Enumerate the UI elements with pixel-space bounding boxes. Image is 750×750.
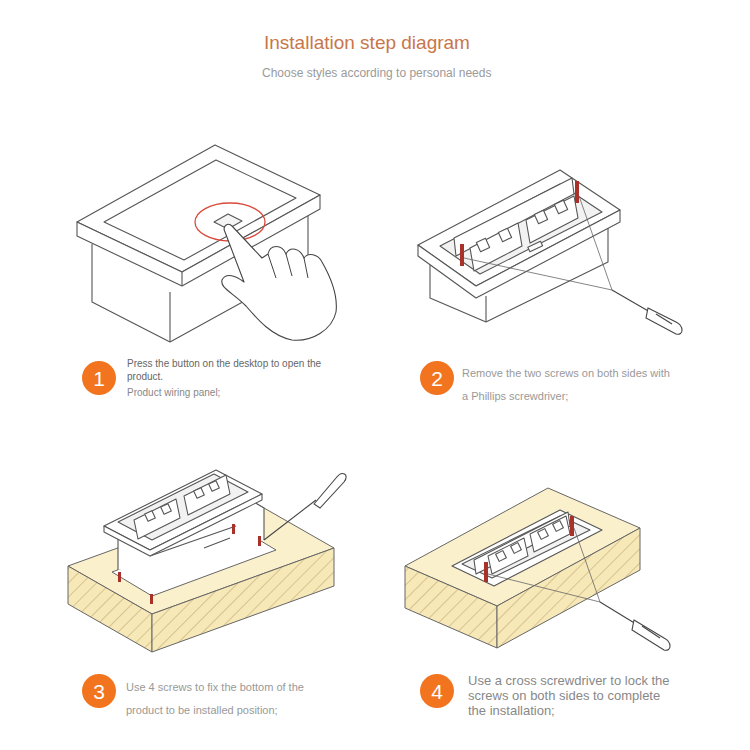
illustration-part [118, 474, 248, 540]
illustration-part [452, 510, 602, 586]
step-number-circle: 2 [420, 361, 454, 395]
illustration-part [314, 474, 346, 508]
illustration-part [530, 516, 570, 552]
illustration-part [476, 238, 489, 251]
illustration-part [184, 475, 230, 515]
illustration-part [553, 521, 564, 532]
illustration-part [181, 272, 182, 286]
socket-box-installed [452, 510, 602, 586]
illustration-part [169, 292, 170, 342]
step-note: Product wiring panel; [127, 387, 327, 400]
illustration-part [656, 314, 672, 324]
finger-lines [268, 254, 308, 278]
illustration-part [511, 543, 522, 554]
illustration-part [104, 160, 296, 260]
screw [575, 181, 579, 203]
illustration-part [646, 308, 682, 334]
open-socket-box [418, 170, 620, 322]
illustration-part [145, 511, 156, 522]
illustration-part [642, 626, 660, 638]
illustration-part [534, 210, 547, 223]
callout-number: 3 [93, 681, 105, 702]
screw [118, 572, 121, 582]
step-description: Remove the two screws on both sides with… [462, 362, 672, 408]
step-description: Use a cross screwdriver to lock the scre… [468, 674, 680, 719]
illustration-part [194, 488, 205, 499]
illustration-part [488, 538, 528, 574]
illustration-part [496, 551, 507, 562]
callout-number: 2 [431, 368, 443, 389]
screw [232, 524, 235, 534]
screw [460, 244, 464, 266]
socket-box-lifted [104, 470, 264, 570]
illustration-part [134, 499, 180, 539]
illustration-part [264, 500, 316, 540]
step-number-circle: 1 [82, 361, 116, 395]
screwdriver [612, 290, 682, 334]
screwdriver [264, 474, 346, 540]
screw [570, 516, 574, 536]
illustration-part [554, 200, 567, 213]
screw [484, 562, 488, 582]
illustration-part [528, 241, 543, 251]
illustration-part [209, 481, 220, 492]
illustration-part [600, 602, 636, 624]
illustration-part [470, 223, 522, 271]
screwdriver [600, 602, 670, 650]
callout-number: 1 [93, 368, 105, 389]
wooden-board [405, 488, 640, 648]
step-number-circle: 3 [82, 674, 116, 708]
diagram-title: Installation step diagram [264, 31, 470, 55]
illustration-part [161, 504, 172, 515]
step-description: Use 4 screws to fix the bottom of the pr… [126, 676, 341, 722]
step-number-circle: 4 [420, 674, 454, 708]
illustration-part [485, 296, 486, 322]
screw [150, 594, 153, 604]
screw [258, 536, 261, 546]
illustration-part [632, 620, 670, 650]
illustration-part [526, 196, 578, 243]
illustration-part [498, 228, 511, 241]
illustration-part [612, 290, 650, 312]
leader-line [488, 528, 600, 602]
subtitle-note: Choose styles according to personal need… [262, 66, 494, 80]
leader-line [464, 196, 612, 290]
step-description: Press the button on the desktop to open … [127, 358, 337, 383]
callout-number: 4 [431, 681, 443, 702]
pointing-hand [222, 224, 337, 340]
illustration-part [474, 512, 570, 574]
illustration-part [538, 529, 549, 540]
